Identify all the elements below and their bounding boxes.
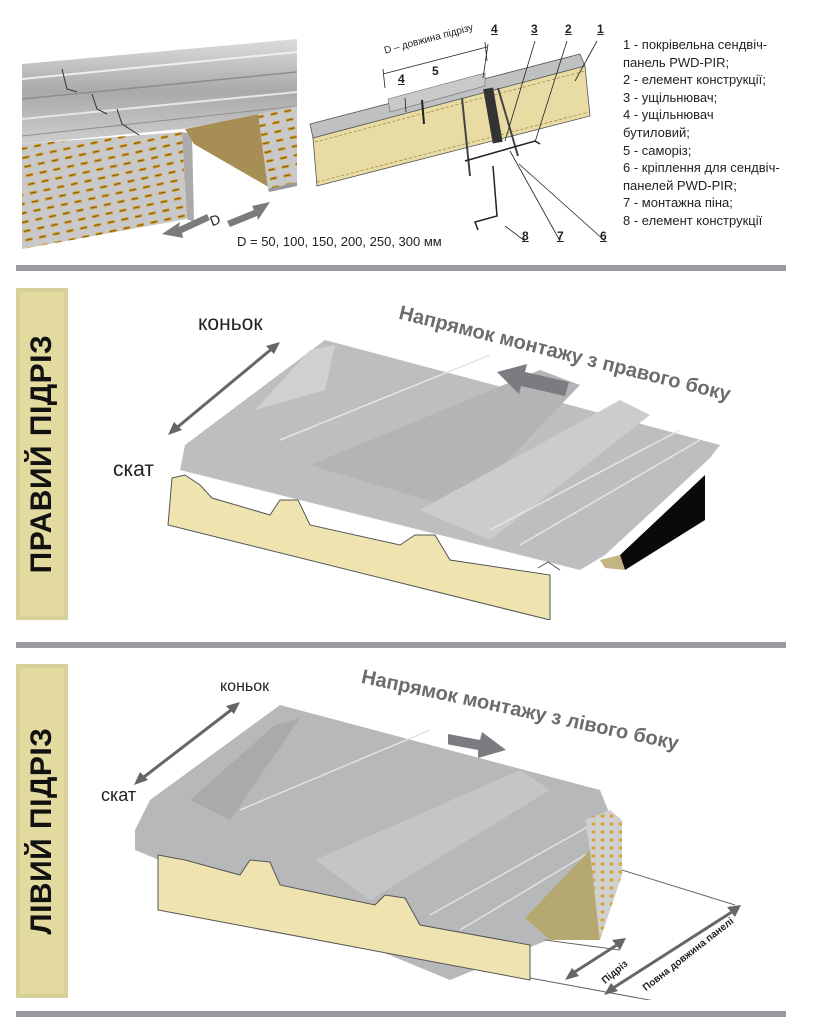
legend-line: 5 - саморіз; (623, 142, 692, 158)
left-cut-panel-svg (134, 702, 741, 1003)
direction-arrow-right-icon (448, 732, 506, 758)
left-slope-label: скат (101, 785, 137, 805)
legend-line: 6 - кріплення для сендвіч- (623, 160, 780, 176)
callout-3: 3 (531, 22, 538, 36)
mounting-schematic-svg (309, 40, 606, 242)
right-slope-label: скат (113, 458, 154, 481)
legend-line: бутиловий; (623, 124, 690, 140)
legend-line: 7 - монтажна піна; (623, 195, 733, 211)
callout-4b: 4 (398, 72, 405, 86)
right-cut-panel-illustration (160, 330, 760, 621)
cut-panel-photo: D (21, 34, 302, 249)
legend-line: панелей PWD-PIR; (623, 177, 737, 193)
callout-6: 6 (600, 229, 607, 243)
right-cut-title: ПРАВИЙ ПІДРІЗ (25, 334, 58, 574)
callout-1: 1 (597, 22, 604, 36)
legend-line: 1 - покрівельна сендвіч- (623, 37, 768, 52)
left-cut-panel-illustration (130, 700, 770, 1003)
callout-2: 2 (565, 22, 572, 36)
cut-panel-photo-svg (21, 39, 298, 249)
legend-line: панель PWD-PIR; (623, 54, 730, 70)
left-ridge-label: коньок (220, 678, 270, 695)
section-divider (16, 265, 786, 271)
legend-line: 4 - ущільнювач (623, 107, 714, 123)
right-cut-panel-svg (167, 340, 720, 621)
callout-8: 8 (522, 229, 529, 243)
callout-7: 7 (557, 229, 564, 243)
callout-4a: 4 (491, 22, 498, 36)
component-legend: 1 - покрівельна сендвіч- панель PWD-PIR;… (623, 36, 813, 230)
section-divider (16, 642, 786, 648)
legend-line: 3 - ущільнювач; (623, 89, 718, 105)
direction-arrow-left-icon (497, 364, 569, 396)
side-panel-right-cut: ПРАВИЙ ПІДРІЗ (16, 288, 68, 620)
callout-5: 5 (432, 64, 439, 78)
d-arrow-left-icon (162, 214, 210, 238)
mounting-schematic: D – довжина підрізу 4 3 2 1 4 5 8 7 6 (305, 16, 620, 246)
d-values-label: D = 50, 100, 150, 200, 250, 300 мм (237, 234, 442, 249)
section-divider (16, 1011, 786, 1017)
right-ridge-label: коньок (198, 312, 263, 335)
legend-line: 2 - елемент конструкції; (623, 72, 766, 88)
d-arrow-right-icon (227, 202, 270, 227)
left-cut-title: ЛІВИЙ ПІДРІЗ (25, 727, 58, 935)
side-panel-left-cut: ЛІВИЙ ПІДРІЗ (16, 664, 68, 998)
legend-line: 8 - елемент конструкції (623, 212, 763, 228)
